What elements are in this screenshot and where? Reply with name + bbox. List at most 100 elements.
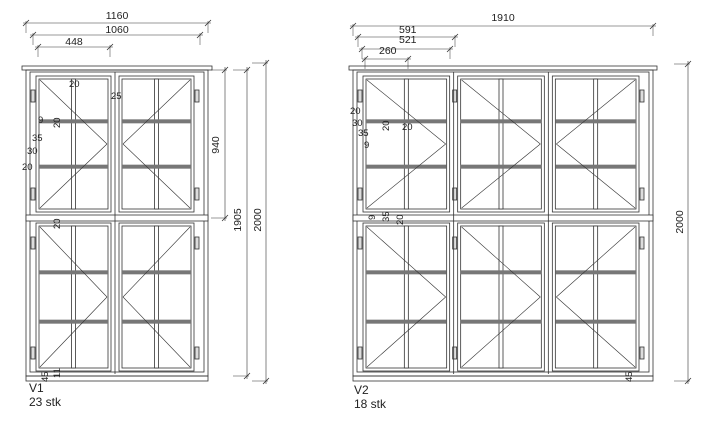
glazing-bar-horizontal	[460, 319, 542, 324]
head-sill-line	[348, 65, 658, 71]
v1-detail-dim: 20	[69, 79, 80, 90]
opening-indicator-line	[461, 226, 541, 298]
hinge-icon	[357, 89, 363, 103]
glazing-bar-vertical	[71, 225, 76, 369]
v1-detail-dim: 20	[52, 117, 63, 128]
v2-name-label: V2	[354, 383, 369, 397]
v1-detail-dim: 30	[27, 146, 38, 157]
v2-detail-dim: 20	[402, 122, 413, 133]
hinge-icon	[639, 89, 645, 103]
v1-detail-dim: 11	[52, 368, 63, 378]
v2-detail-dim: 30	[352, 118, 363, 129]
v2-detail-dim: 20	[350, 106, 361, 117]
hinge-icon	[452, 89, 458, 103]
frame-inner	[29, 71, 205, 373]
v1-detail-dim: 35	[32, 133, 43, 144]
opening-indicator-line	[39, 143, 108, 209]
glazing-bar-vertical	[154, 225, 159, 369]
glazing-bar-horizontal	[39, 119, 108, 124]
glazing-bar-horizontal	[122, 270, 191, 275]
hinge-icon	[357, 346, 363, 360]
sash-frame	[35, 222, 112, 372]
glazing-bar-horizontal	[39, 164, 108, 169]
v2-detail-dim: 20	[395, 214, 406, 225]
sash-frame	[118, 75, 195, 213]
glazing-bar-horizontal	[39, 270, 108, 275]
hinge-icon	[639, 346, 645, 360]
hinge-icon	[30, 236, 36, 250]
glazing-bar-horizontal	[366, 270, 447, 275]
v1-frame-height-label: 1905	[232, 208, 244, 232]
sash-frame	[457, 75, 545, 213]
v2-overall-height-label: 2000	[674, 210, 686, 234]
v1-sash-height-label: 940	[210, 136, 222, 154]
opening-indicator-line	[556, 226, 636, 298]
v1-detail-dim: 9	[38, 115, 43, 126]
opening-indicator-line	[461, 296, 541, 368]
v1-sash-width-label: 448	[65, 36, 83, 48]
opening-indicator-line	[39, 79, 108, 145]
glazing-bar-horizontal	[122, 119, 191, 124]
hinge-icon	[639, 187, 645, 201]
opening-indicator-line	[556, 79, 636, 145]
glazing-bar-horizontal	[122, 319, 191, 324]
hinge-icon	[452, 236, 458, 250]
hinge-icon	[194, 187, 200, 201]
hinge-icon	[452, 346, 458, 360]
glazing-bar-vertical	[593, 225, 599, 369]
glazing-bar-horizontal	[460, 270, 542, 275]
glazing-bar-horizontal	[39, 319, 108, 324]
glazing-bar-horizontal	[460, 119, 542, 124]
hinge-icon	[357, 236, 363, 250]
hinge-icon	[30, 187, 36, 201]
opening-indicator-line	[366, 226, 446, 298]
window-v1	[21, 65, 213, 382]
v1-detail-dim: 20	[22, 162, 33, 173]
v1-name-label: V1	[29, 381, 44, 395]
opening-indicator-line	[366, 296, 446, 368]
sill	[352, 375, 654, 382]
v1-overall-height-label: 2000	[252, 208, 264, 232]
v1-frame-width-label: 1060	[105, 24, 129, 36]
v2-width-591-label: 591	[399, 24, 417, 36]
v1-count-label: 23 stk	[29, 395, 62, 409]
v1-detail-dim: 25	[111, 91, 122, 102]
hinge-icon	[30, 89, 36, 103]
glazing-bar-horizontal	[555, 164, 636, 169]
opening-indicator-line	[39, 226, 108, 298]
hinge-icon	[357, 187, 363, 201]
v2-detail-dim: 20	[381, 120, 392, 131]
hinge-icon	[452, 187, 458, 201]
opening-indicator-line	[556, 143, 636, 209]
glazing-bar-horizontal	[366, 119, 447, 124]
sash-frame	[457, 222, 545, 372]
opening-indicator-line	[122, 79, 191, 145]
hinge-icon	[194, 89, 200, 103]
glazing-bar-horizontal	[122, 164, 191, 169]
hinge-icon	[639, 236, 645, 250]
sash-frame	[35, 75, 112, 213]
v2-detail-dim: 35	[358, 128, 369, 139]
opening-indicator-line	[366, 79, 446, 145]
sash-frame	[362, 222, 451, 372]
glazing-bar-vertical	[498, 225, 504, 369]
transom	[25, 214, 209, 222]
head-sill-line	[21, 65, 213, 71]
glazing-bar-horizontal	[366, 319, 447, 324]
v1-overall-width-label: 1160	[106, 10, 129, 22]
frame-inner	[356, 71, 650, 373]
v1-detail-dim: 20	[52, 218, 63, 229]
glazing-bar-horizontal	[555, 319, 636, 324]
sash-frame	[118, 222, 195, 372]
glazing-bar-vertical	[154, 78, 159, 210]
opening-indicator-line	[556, 296, 636, 368]
opening-indicator-line	[122, 143, 191, 209]
glazing-bar-horizontal	[366, 164, 447, 169]
v2-detail-dim: 45	[624, 371, 635, 382]
glazing-bar-vertical	[403, 78, 409, 210]
sash-frame	[551, 222, 640, 372]
glazing-bar-horizontal	[555, 270, 636, 275]
sash-frame	[551, 75, 640, 213]
sill	[25, 375, 209, 382]
v2-count-label: 18 stk	[354, 397, 387, 411]
